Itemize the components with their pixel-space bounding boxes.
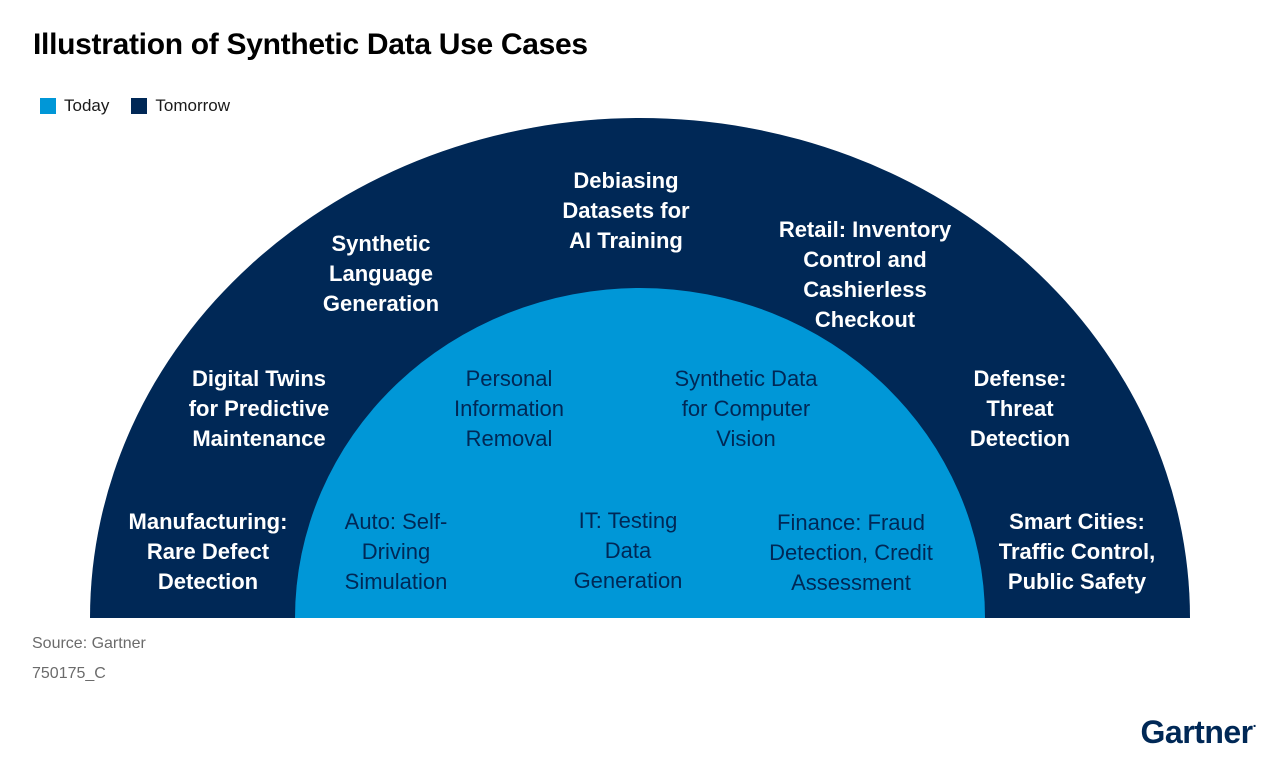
tomorrow-use-case-label-line: Manufacturing: bbox=[129, 509, 288, 534]
page-title: Illustration of Synthetic Data Use Cases bbox=[33, 28, 588, 61]
today-use-case-label-line: Auto: Self- bbox=[345, 509, 448, 534]
today-use-case-label-line: Information bbox=[454, 396, 564, 421]
tomorrow-use-case-label-line: Detection bbox=[158, 569, 258, 594]
legend-swatch-tomorrow bbox=[131, 98, 148, 114]
tomorrow-use-case-label-line: Cashierless bbox=[803, 277, 927, 302]
gartner-logo: Gartner. bbox=[1140, 714, 1257, 750]
tomorrow-use-case-label: Smart Cities: Traffic Control, Public Safe… bbox=[999, 509, 1155, 594]
today-use-case-label-line: Personal bbox=[466, 366, 553, 391]
today-use-case-label-line: Driving bbox=[362, 539, 430, 564]
tomorrow-use-case-label-line: Checkout bbox=[815, 307, 916, 332]
today-use-case-label-line: Synthetic Data bbox=[674, 366, 818, 391]
tomorrow-use-case-label-line: Traffic Control, bbox=[999, 539, 1155, 564]
tomorrow-use-case-label-line: AI Training bbox=[569, 228, 683, 253]
today-use-case-label-line: Vision bbox=[716, 426, 776, 451]
tomorrow-use-case-label-line: Threat bbox=[986, 396, 1054, 421]
today-use-case-label-line: Detection, Credit bbox=[769, 540, 933, 565]
document-id: 750175_C bbox=[32, 665, 106, 682]
today-use-case-label-line: Generation bbox=[574, 568, 683, 593]
tomorrow-use-case-label-line: Synthetic bbox=[331, 231, 430, 256]
today-use-case-label-line: for Computer bbox=[682, 396, 810, 421]
tomorrow-use-case-label-line: Generation bbox=[323, 291, 439, 316]
legend-label-today: Today bbox=[64, 96, 110, 115]
source-note: Source: Gartner bbox=[32, 635, 146, 652]
tomorrow-use-case-label-line: Defense: bbox=[974, 366, 1067, 391]
tomorrow-use-case-label-line: Public Safety bbox=[1008, 569, 1147, 594]
legend-item-today: Today bbox=[40, 96, 109, 116]
legend-label-tomorrow: Tomorrow bbox=[155, 96, 230, 115]
inner-semicircle-today bbox=[295, 288, 985, 618]
today-use-case-label-line: Simulation bbox=[345, 569, 448, 594]
tomorrow-use-case-label-line: Smart Cities: bbox=[1009, 509, 1145, 534]
tomorrow-use-case-label-line: Datasets for bbox=[562, 198, 690, 223]
today-use-case-label-line: IT: Testing bbox=[579, 508, 678, 533]
tomorrow-use-case-label-line: Language bbox=[329, 261, 433, 286]
brand-name: Gartner bbox=[1140, 714, 1254, 750]
tomorrow-use-case-label-line: Rare Defect bbox=[147, 539, 270, 564]
tomorrow-use-case-label-line: Maintenance bbox=[192, 426, 325, 451]
tomorrow-use-case-label-line: Detection bbox=[970, 426, 1070, 451]
today-use-case-label-line: Removal bbox=[466, 426, 553, 451]
today-use-case-label-line: Data bbox=[605, 538, 652, 563]
tomorrow-use-case-label-line: for Predictive bbox=[189, 396, 330, 421]
legend-swatch-today bbox=[40, 98, 56, 114]
tomorrow-use-case-label-line: Retail: Inventory bbox=[779, 217, 952, 242]
today-use-case-label-line: Assessment bbox=[791, 570, 911, 595]
tomorrow-use-case-label-line: Digital Twins bbox=[192, 366, 326, 391]
legend: Today Tomorrow bbox=[40, 96, 230, 116]
today-use-case-label-line: Finance: Fraud bbox=[777, 510, 925, 535]
tomorrow-use-case-label-line: Debiasing bbox=[573, 168, 678, 193]
legend-item-tomorrow: Tomorrow bbox=[131, 96, 230, 116]
tomorrow-use-case-label-line: Control and bbox=[803, 247, 926, 272]
